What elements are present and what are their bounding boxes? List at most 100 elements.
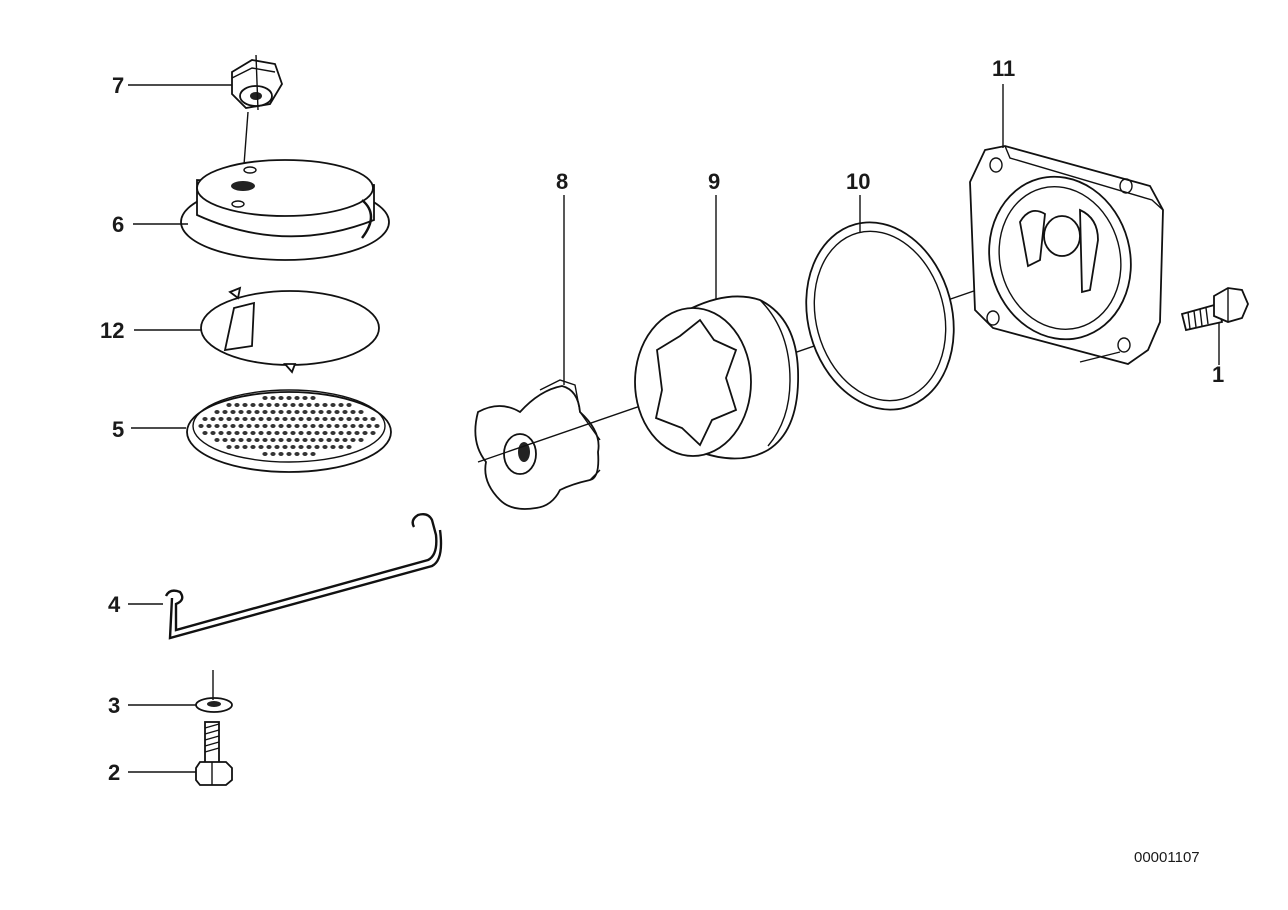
part-12-gasket <box>200 286 380 374</box>
strainer-hole <box>346 403 352 407</box>
strainer-hole <box>282 431 288 435</box>
strainer-hole <box>290 431 296 435</box>
part-7-hex-nut <box>231 54 283 111</box>
strainer-hole <box>202 431 208 435</box>
strainer-hole <box>338 445 344 449</box>
strainer-hole <box>278 424 284 428</box>
part-6-cover <box>180 159 390 261</box>
strainer-hole <box>318 438 324 442</box>
strainer-hole <box>314 445 320 449</box>
part-8-inner-rotor <box>474 379 601 510</box>
strainer-hole <box>226 445 232 449</box>
strainer-hole <box>266 403 272 407</box>
callout-11: 11 <box>992 56 1015 81</box>
strainer-hole <box>222 438 228 442</box>
strainer-hole <box>262 438 268 442</box>
strainer-hole <box>322 403 328 407</box>
strainer-hole <box>210 417 216 421</box>
strainer-hole <box>214 424 220 428</box>
strainer-hole <box>286 396 292 400</box>
strainer-hole <box>230 410 236 414</box>
strainer-hole <box>294 424 300 428</box>
strainer-hole <box>338 403 344 407</box>
strainer-hole <box>218 431 224 435</box>
strainer-hole <box>346 417 352 421</box>
strainer-hole <box>250 417 256 421</box>
part-4-clip <box>164 512 443 640</box>
strainer-hole <box>358 438 364 442</box>
strainer-hole <box>306 417 312 421</box>
part-10-o-ring <box>805 221 955 411</box>
strainer-hole <box>354 417 360 421</box>
strainer-hole <box>302 396 308 400</box>
strainer-hole <box>362 431 368 435</box>
strainer-hole <box>350 410 356 414</box>
strainer-hole <box>242 431 248 435</box>
strainer-hole <box>266 431 272 435</box>
strainer-hole <box>246 438 252 442</box>
strainer-hole <box>302 424 308 428</box>
strainer-hole <box>270 424 276 428</box>
strainer-hole <box>310 396 316 400</box>
callout-6: 6 <box>112 212 124 237</box>
strainer-hole <box>270 396 276 400</box>
strainer-hole <box>310 424 316 428</box>
strainer-hole <box>318 424 324 428</box>
strainer-hole <box>230 438 236 442</box>
strainer-hole <box>314 417 320 421</box>
strainer-hole <box>274 403 280 407</box>
strainer-hole <box>326 438 332 442</box>
strainer-hole <box>222 424 228 428</box>
strainer-hole <box>330 445 336 449</box>
strainer-hole <box>306 403 312 407</box>
strainer-hole <box>370 431 376 435</box>
part-2-bolt <box>195 721 233 786</box>
callout-9: 9 <box>708 169 720 194</box>
strainer-hole <box>290 445 296 449</box>
strainer-hole <box>234 403 240 407</box>
strainer-hole <box>226 417 232 421</box>
strainer-hole <box>222 410 228 414</box>
strainer-hole <box>258 431 264 435</box>
strainer-hole <box>334 410 340 414</box>
strainer-hole <box>346 431 352 435</box>
strainer-hole <box>250 403 256 407</box>
strainer-hole <box>258 445 264 449</box>
strainer-hole <box>326 424 332 428</box>
strainer-hole <box>238 424 244 428</box>
callout-10: 10 <box>846 169 870 194</box>
strainer-hole <box>254 438 260 442</box>
callout-3: 3 <box>108 693 120 718</box>
strainer-hole <box>346 445 352 449</box>
strainer-hole <box>274 445 280 449</box>
strainer-hole <box>214 410 220 414</box>
strainer-hole <box>242 445 248 449</box>
strainer-hole <box>350 438 356 442</box>
callout-2: 2 <box>108 760 120 785</box>
strainer-hole <box>278 410 284 414</box>
strainer-hole <box>298 417 304 421</box>
strainer-hole <box>226 431 232 435</box>
strainer-hole <box>342 410 348 414</box>
strainer-hole <box>326 410 332 414</box>
strainer-hole <box>306 431 312 435</box>
strainer-hole <box>314 431 320 435</box>
strainer-hole <box>366 424 372 428</box>
strainer-hole <box>234 445 240 449</box>
strainer-hole <box>242 417 248 421</box>
strainer-hole <box>282 445 288 449</box>
strainer-hole <box>238 410 244 414</box>
strainer-hole <box>214 438 220 442</box>
strainer-hole <box>334 438 340 442</box>
strainer-hole <box>282 417 288 421</box>
strainer-hole <box>294 396 300 400</box>
strainer-hole <box>322 431 328 435</box>
strainer-hole <box>278 438 284 442</box>
strainer-hole <box>302 438 308 442</box>
strainer-hole <box>286 424 292 428</box>
strainer-hole <box>330 417 336 421</box>
part-11-pump-cover <box>969 145 1164 365</box>
strainer-hole <box>270 438 276 442</box>
strainer-hole <box>266 445 272 449</box>
